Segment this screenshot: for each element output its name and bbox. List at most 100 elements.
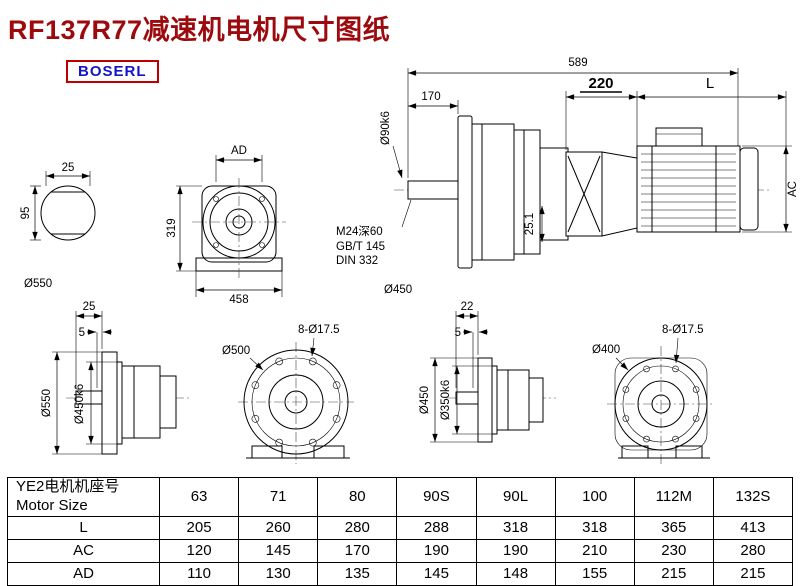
row-label: AC	[7, 538, 160, 563]
note-tap: M24深60	[336, 224, 383, 238]
gearbox-front-view: AD 319 458	[166, 145, 286, 306]
housing-end	[528, 377, 544, 423]
fan-cowl	[739, 147, 759, 231]
flange-side-view-1: 25 5 Ø550 Ø450k6	[41, 301, 190, 455]
size-col-header: 112M	[633, 477, 714, 517]
table-cell: 260	[238, 515, 319, 540]
table-cell: 110	[158, 561, 240, 586]
table-cell: 190	[396, 538, 477, 563]
dim-label: Ø90k6	[380, 111, 392, 145]
table-cell: 288	[396, 515, 477, 540]
table-header-row: YE2电机机座号 Motor Size 63 71 80 90S 90L 100…	[7, 477, 794, 517]
dim-label: Ø350k6	[440, 380, 452, 420]
dim-label: Ø500	[222, 345, 250, 357]
shaft-section-view: 25 95 Ø550	[20, 162, 96, 290]
motor-size-table: YE2电机机座号 Motor Size 63 71 80 90S 90L 100…	[7, 477, 794, 586]
dim-label: 22	[461, 301, 474, 313]
shaft-section-circle	[40, 185, 96, 241]
dim-label: 25	[62, 162, 75, 174]
dim-170: 170	[408, 91, 459, 114]
header-cn: YE2电机机座号	[16, 478, 120, 495]
dim-label: 8-Ø17.5	[662, 324, 704, 336]
flange-front-view-1: Ø500 8-Ø17.5	[222, 324, 354, 464]
table-cell: 130	[238, 561, 319, 586]
dim-shaft-width: 25	[45, 162, 91, 186]
size-col-header: 90L	[475, 477, 556, 517]
dim-flange-dia: Ø450	[384, 284, 412, 296]
dim-589: 589	[407, 57, 739, 178]
shaft-end-notes: M24深60 GB/T 145 DIN 332	[336, 199, 412, 267]
table-row-AD: AD 110 130 135 145 148 155 215 215	[7, 561, 794, 586]
dim-ad: AD	[215, 145, 263, 182]
table-cell: 190	[475, 538, 556, 563]
dim-label: 319	[166, 218, 178, 237]
foot-left	[251, 445, 283, 459]
note-std2: DIN 332	[336, 255, 378, 267]
dim-label: 25.1	[524, 213, 536, 235]
motor-fins	[641, 153, 736, 227]
table-cell: 318	[475, 515, 556, 540]
table-cell: 155	[554, 561, 635, 586]
table-cell: 210	[554, 538, 635, 563]
table-row-L: L 205 260 280 288 318 318 365 413	[7, 515, 794, 540]
table-cell: 318	[554, 515, 635, 540]
gear-housing-1	[471, 123, 515, 261]
table-cell: 365	[633, 515, 714, 540]
spigot	[116, 361, 123, 445]
dim-shaft-dia: Ø90k6	[380, 111, 403, 179]
bolt-holes	[622, 365, 700, 443]
dim-ac: AC	[742, 145, 799, 233]
dim-label: AC	[787, 181, 799, 197]
dim-L: L	[637, 75, 787, 146]
table-cell: 215	[712, 561, 794, 586]
table-cell: 120	[158, 538, 240, 563]
dim-label: Ø450	[419, 386, 431, 414]
table-cell: 145	[238, 538, 319, 563]
page-title: RF137R77减速机电机尺寸图纸	[8, 15, 391, 45]
technical-drawing: 25 95 Ø550	[20, 57, 799, 464]
gear-housing-2	[513, 129, 541, 255]
dim-label: 589	[568, 57, 587, 69]
gearmotor-side-view: 589 170 Ø90k6 M24深60 GB/T 145 DIN 332 Ø4…	[336, 57, 799, 296]
flange	[477, 357, 493, 443]
dim-label: L	[706, 75, 714, 92]
table-cell: 280	[317, 515, 398, 540]
foot-right	[675, 445, 703, 459]
row-label: L	[7, 515, 160, 540]
dim-label: 458	[229, 294, 248, 306]
size-col-header: 63	[158, 477, 240, 517]
dim-5: 5	[79, 327, 112, 388]
dim-label: Ø550	[24, 278, 52, 290]
table-cell: 205	[158, 515, 240, 540]
dim-22: 22	[455, 301, 479, 388]
size-col-header: 132S	[712, 477, 794, 517]
dim-outer-dia: Ø450	[419, 357, 478, 443]
brand-logo: BOSERL	[66, 60, 159, 83]
label-bolt-circle: Ø500	[222, 345, 264, 371]
flange-side-view-2: 22 5 Ø450 Ø350k6	[419, 301, 556, 443]
size-col-header: 71	[238, 477, 319, 517]
dim-label: 8-Ø17.5	[298, 324, 340, 336]
dim-25: 25	[75, 301, 103, 388]
dim-key: 25.1	[524, 206, 545, 242]
dim-319: 319	[166, 185, 202, 272]
dim-label: Ø400	[592, 344, 620, 356]
dim-label: 25	[83, 301, 96, 313]
housing	[496, 369, 530, 431]
dim-spigot-dia: Ø450k6	[74, 361, 117, 445]
housing-end	[159, 375, 177, 429]
dim-458: 458	[195, 271, 283, 306]
foot-left	[621, 445, 649, 459]
dim-label: 220	[588, 75, 613, 92]
spigot	[491, 365, 498, 435]
dim-label: 5	[79, 327, 85, 339]
dim-label: 5	[455, 327, 461, 339]
dim-label: 95	[20, 207, 32, 220]
dim-spigot-dia: Ø350k6	[440, 365, 492, 435]
table-cell: 145	[396, 561, 477, 586]
dim-220: 220	[565, 75, 638, 155]
motor-flange-bell	[601, 151, 638, 237]
size-col-header: 80	[317, 477, 398, 517]
header-en: Motor Size	[16, 496, 88, 514]
dim-label: Ø450k6	[74, 384, 86, 424]
